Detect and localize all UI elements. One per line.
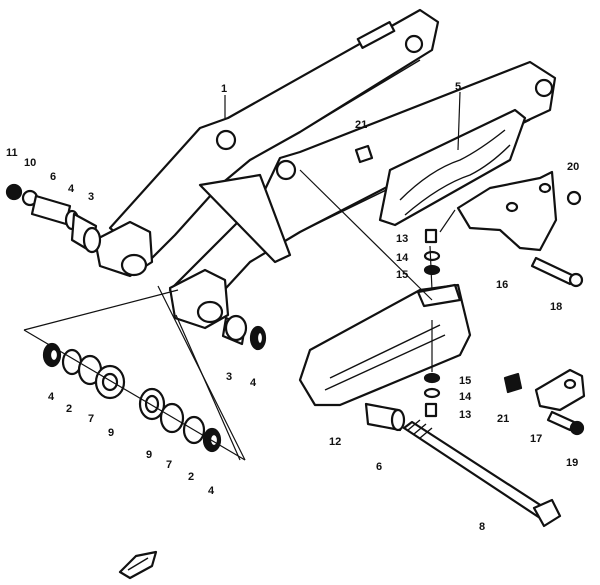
- front-direction-arrow-icon: [118, 550, 158, 580]
- callout-3: 3: [88, 191, 94, 203]
- center-bushing: [221, 314, 267, 351]
- callout-13: 13: [396, 233, 408, 245]
- callout-15: 15: [396, 269, 408, 281]
- callout-4c: 4: [48, 391, 55, 403]
- callout-15b: 15: [459, 375, 471, 387]
- brace-strut: [198, 173, 292, 264]
- callout-labels: 1 5 21 20 11 10 6 4 3 13 14 15 16 18 3 4…: [6, 81, 579, 533]
- fastener-stack-upper: [423, 228, 441, 276]
- callout-4d: 4: [208, 485, 215, 497]
- cushion-lever: [298, 283, 472, 407]
- lever-spacer: [364, 402, 406, 432]
- callout-6: 6: [50, 171, 56, 183]
- callout-21b: 21: [497, 413, 509, 425]
- bearing-stack-middle: [138, 387, 222, 453]
- callout-9: 9: [108, 427, 114, 439]
- callout-1: 1: [221, 83, 227, 95]
- callout-7b: 7: [166, 459, 172, 471]
- callout-17: 17: [530, 433, 542, 445]
- callout-3b: 3: [226, 371, 232, 383]
- fastener-stack-lower: [423, 372, 441, 418]
- callout-2: 2: [66, 403, 72, 415]
- callout-13b: 13: [459, 409, 471, 421]
- pivot-boss-left: [93, 220, 154, 278]
- bracket-16: [456, 170, 558, 252]
- callout-14: 14: [396, 252, 409, 264]
- swingarm-arm-upper: [108, 8, 440, 262]
- bolt-21-top: [354, 144, 374, 164]
- callout-8: 8: [479, 521, 485, 533]
- callout-18: 18: [550, 301, 562, 313]
- callout-4b: 4: [250, 377, 257, 389]
- callout-4: 4: [68, 183, 75, 195]
- callout-11: 11: [6, 147, 18, 159]
- leader-lines: [23, 91, 461, 461]
- embossed-logo: [378, 108, 527, 227]
- callout-6b: 6: [376, 461, 382, 473]
- nut-20: [566, 190, 582, 206]
- callout-12: 12: [329, 436, 341, 448]
- callout-2b: 2: [188, 471, 194, 483]
- callout-20: 20: [567, 161, 579, 173]
- bearing-stack-left: [42, 342, 126, 400]
- pivot-axle-stack-upper: [5, 183, 102, 254]
- callout-7: 7: [88, 413, 94, 425]
- spacer-6: [30, 194, 72, 226]
- pivot-boss-right: [168, 268, 230, 330]
- bracket-17: [534, 368, 586, 412]
- callout-19: 19: [566, 457, 578, 469]
- bolt-18: [530, 256, 584, 288]
- callout-5: 5: [455, 81, 461, 93]
- bolt-21-lower: [503, 372, 523, 394]
- bolt-19: [546, 410, 585, 436]
- callout-21: 21: [355, 119, 367, 131]
- callout-14b: 14: [459, 391, 472, 403]
- nut-11: [5, 183, 23, 201]
- callout-10: 10: [24, 157, 36, 169]
- axle-bolt-8: [402, 419, 562, 528]
- callout-16: 16: [496, 279, 508, 291]
- callout-9b: 9: [146, 449, 152, 461]
